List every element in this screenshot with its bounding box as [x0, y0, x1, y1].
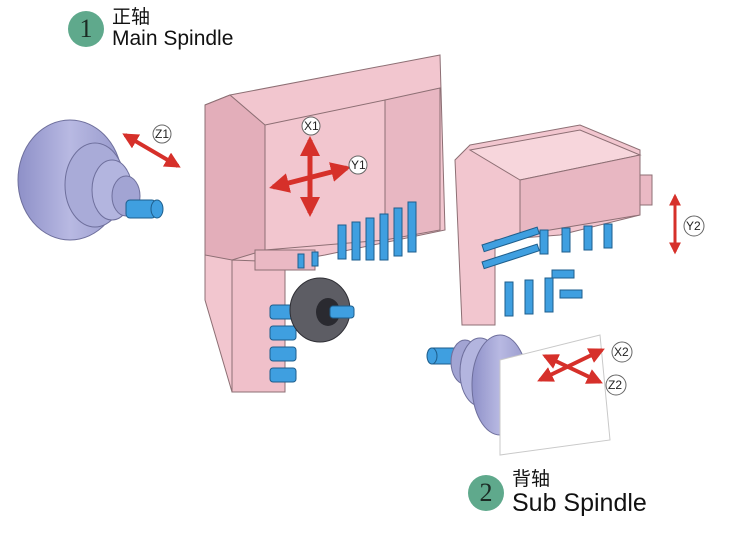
sub-spindle-en: Sub Spindle: [512, 488, 647, 517]
axis-y2-arrow: Y2: [669, 193, 705, 255]
axis-x2-z2-arrows: X2 Z2: [537, 341, 633, 396]
back-post-tools: [481, 223, 613, 317]
number-badge-2: 2: [468, 475, 504, 512]
callout-sub-spindle: 2 背轴 Sub Spindle: [468, 468, 647, 517]
sub-spindle: [426, 334, 611, 456]
main-gang-tools: [297, 201, 417, 269]
back-tool-post: [454, 124, 653, 326]
grinding-wheel: [289, 277, 355, 343]
axis-x1-y1-arrows: X1 Y1: [269, 116, 368, 217]
main-spindle: [17, 119, 164, 241]
callout-main-spindle: 1 正轴 Main Spindle: [68, 6, 234, 50]
number-badge-1: 1: [68, 10, 104, 47]
axis-x2-label: X2: [614, 345, 629, 359]
main-live-tools: [269, 304, 297, 383]
main-spindle-cn: 正轴: [112, 6, 151, 28]
main-spindle-en: Main Spindle: [112, 26, 234, 50]
sub-spindle-cn: 背轴: [512, 468, 551, 490]
axis-y2-label: Y2: [686, 219, 701, 233]
axis-z1-label: Z1: [155, 127, 169, 141]
main-spindle-label: 正轴 Main Spindle: [112, 6, 234, 50]
axis-y1-label: Y1: [351, 158, 366, 172]
axis-z1-arrow: Z1: [122, 124, 181, 168]
sub-spindle-label: 背轴 Sub Spindle: [512, 468, 647, 517]
axis-z2-label: Z2: [608, 378, 622, 392]
axis-x1-label: X1: [304, 119, 319, 133]
